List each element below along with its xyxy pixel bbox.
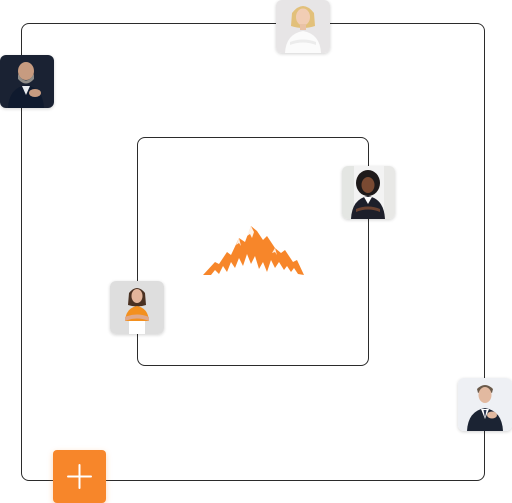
avatar-woman-dark-blazer[interactable] [342,166,395,219]
person-avatar-icon [276,0,330,53]
person-avatar-icon [0,55,54,108]
person-avatar-icon [458,378,512,431]
avatar-woman-orange-top[interactable] [110,281,164,334]
mountain-logo-icon [201,222,305,278]
avatar-bearded-man-suit[interactable] [0,55,54,108]
plus-icon [67,464,92,489]
avatar-woman-white-blouse[interactable] [276,0,330,53]
add-button[interactable] [53,450,106,503]
inner-orbit-frame [137,137,369,366]
person-avatar-icon [110,281,164,334]
person-avatar-icon [342,166,395,219]
avatar-man-dark-suit[interactable] [458,378,512,431]
outer-orbit-frame [21,23,485,481]
